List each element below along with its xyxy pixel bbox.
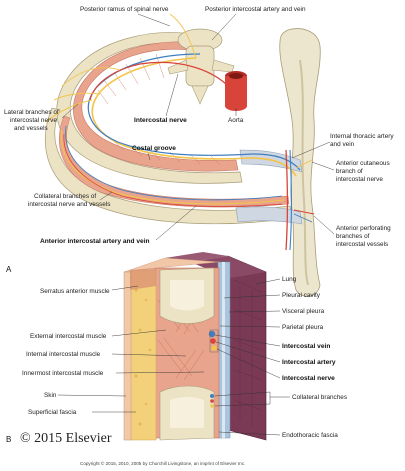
sternum-shading	[299, 59, 309, 286]
label-innermost-intercostal: Innermost intercostal muscle	[22, 370, 104, 377]
label-internal-intercostal: Internal intercostal muscle	[26, 351, 101, 358]
label-costal-groove: Costal groove	[132, 145, 176, 152]
intercostal-muscle-band	[73, 41, 239, 172]
label-endothoracic-fascia: Endothoracic fascia	[282, 432, 338, 439]
label-superficial-fascia: Superficial fascia	[28, 409, 77, 416]
internal-thoracic-vessels	[285, 149, 315, 251]
lower-rib-section	[159, 385, 215, 441]
pleural-cavity	[222, 262, 225, 438]
collateral-vessels-red	[63, 133, 283, 207]
label-anterior-intercostal: Anterior intercostal artery and vein	[40, 238, 150, 245]
panel-b: Serratus anterior muscle External interc…	[6, 252, 347, 444]
label-internal-thoracic-1: Internal thoracic artery	[330, 133, 394, 140]
label-posterior-intercostal: Posterior intercostal artery and vein	[205, 6, 306, 13]
collateral-vessels	[60, 129, 285, 205]
skin-layer	[123, 271, 132, 441]
panel-a: Posterior ramus of spinal nerve Posterio…	[4, 6, 394, 297]
panel-b-label: B	[6, 435, 11, 444]
fat-texture	[134, 288, 152, 426]
label-anterior-perforating-1: Anterior perforating	[336, 225, 391, 232]
label-intercostal-nerve-b: Intercostal nerve	[282, 375, 335, 382]
label-external-intercostal: External intercostal muscle	[30, 333, 107, 340]
intercostal-artery-path	[89, 61, 227, 101]
label-lung: Lung	[282, 276, 297, 283]
label-lateral-branches-2: intercostal nerve	[10, 117, 57, 124]
label-anterior-perforating-3: intercostal vessels	[336, 241, 388, 248]
collateral-vessels-blue	[65, 125, 283, 201]
collateral-bundle	[210, 394, 214, 408]
costal-cartilage-lower	[235, 206, 303, 225]
label-anterior-cutaneous-1: Anterior cutaneous	[336, 160, 390, 167]
label-intercostal-vein: Intercostal vein	[282, 343, 330, 350]
label-aorta: Aorta	[228, 117, 244, 124]
panel-a-label: A	[6, 265, 12, 274]
upper-rib-section	[159, 267, 215, 324]
label-collateral-branches-a-1: Collateral branches of	[34, 193, 96, 200]
watermark: © 2015 Elsevier	[20, 431, 112, 446]
nerve-branches	[45, 13, 197, 123]
label-lateral-branches-3: and vessels	[14, 125, 48, 132]
label-collateral-branches: Collateral branches	[292, 394, 347, 401]
label-internal-thoracic-2: and vein	[330, 141, 355, 148]
label-parietal-pleura: Parietal pleura	[282, 324, 324, 331]
vertebra	[167, 28, 235, 105]
intercostal-nerve-path	[91, 57, 297, 177]
label-collateral-branches-a-2: intercostal nerve and vessels	[28, 201, 110, 208]
copyright-line: Copyright © 2015, 2010, 2005 by Churchil…	[80, 460, 245, 466]
serratus-muscle	[130, 268, 156, 290]
label-posterior-ramus: Posterior ramus of spinal nerve	[80, 6, 169, 13]
label-intercostal-artery: Intercostal artery	[282, 359, 336, 366]
aorta	[225, 71, 247, 111]
label-lateral-branches-1: Lateral branches of	[4, 109, 59, 116]
upper-rib	[56, 32, 243, 184]
intercostal-bundle	[208, 329, 219, 353]
label-serratus: Serratus anterior muscle	[40, 288, 110, 295]
label-visceral-pleura: Visceral pleura	[282, 308, 325, 315]
label-intercostal-nerve-a: Intercostal nerve	[134, 117, 187, 124]
label-anterior-cutaneous-3: intercostal nerve	[336, 176, 383, 183]
label-anterior-perforating-2: branches of	[336, 233, 370, 240]
lung-block	[227, 255, 267, 441]
label-anterior-cutaneous-2: branch of	[336, 168, 363, 175]
label-skin: Skin	[44, 392, 57, 399]
label-pleural-cavity: Pleural cavity	[282, 292, 321, 299]
